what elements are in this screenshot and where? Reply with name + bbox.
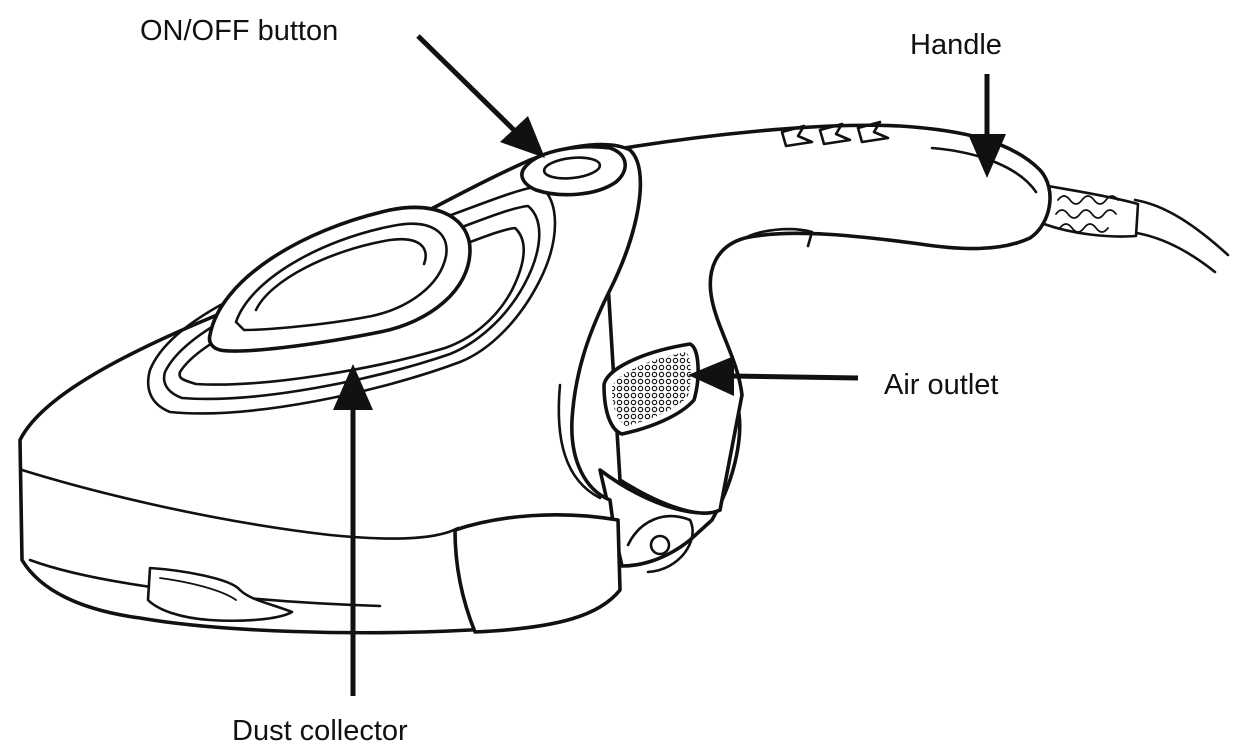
callout-dust-collector: Dust collector — [232, 364, 408, 747]
power-cord — [1128, 198, 1230, 274]
arrow-handle-head — [968, 134, 1006, 178]
callout-on-off-button: ON/OFF button — [140, 15, 545, 158]
arrow-on-off-shaft — [416, 34, 520, 136]
dust-collector-lid — [146, 184, 557, 415]
air-outlet-grille — [602, 342, 700, 436]
rear-block — [453, 513, 622, 634]
vacuum-illustration — [18, 120, 1230, 635]
callout-air-outlet: Air outlet — [688, 356, 998, 401]
on-off-button-shape — [520, 145, 627, 197]
label-on-off-button: ON/OFF button — [140, 15, 338, 47]
label-air-outlet: Air outlet — [884, 369, 998, 401]
arrow-air-outlet-shaft — [731, 373, 859, 381]
arrow-air-outlet-head — [688, 356, 734, 396]
callout-handle: Handle — [910, 29, 1006, 178]
arrow-on-off-head — [500, 116, 545, 158]
front-latch — [146, 566, 294, 623]
handle-body — [598, 120, 1052, 515]
cord-strain-relief — [1042, 184, 1140, 238]
label-dust-collector: Dust collector — [232, 715, 408, 747]
label-handle: Handle — [910, 29, 1002, 61]
callouts: ON/OFF button Handle Air outlet Dust col… — [140, 15, 1006, 747]
arrow-dust-collector-head — [333, 364, 373, 410]
